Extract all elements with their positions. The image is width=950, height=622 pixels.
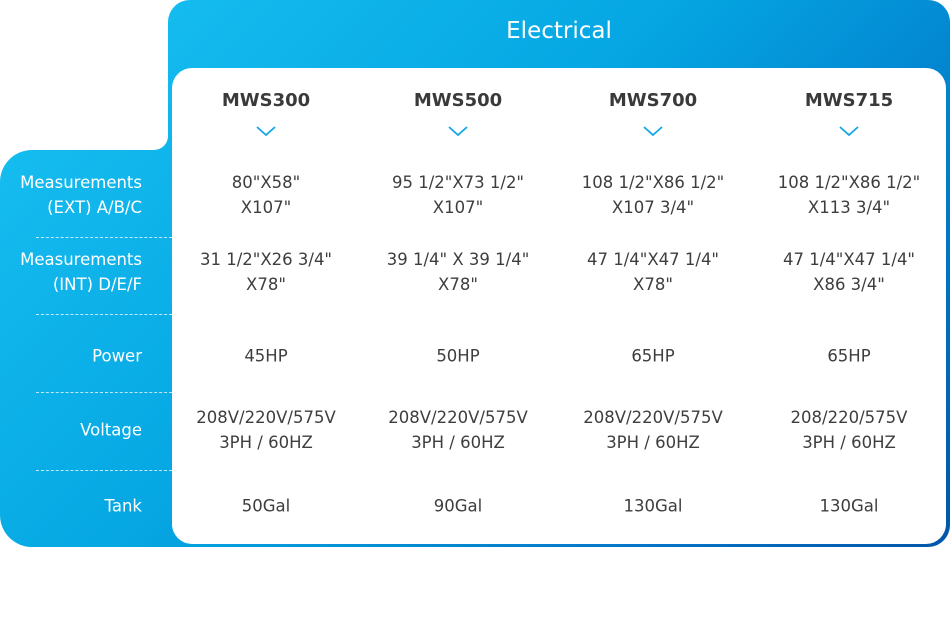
cell-line: 3PH / 60HZ (411, 433, 505, 452)
cell-line: X78" (246, 275, 286, 294)
row-label-line: (INT) D/E/F (52, 275, 142, 294)
cell-line: 47 1/4"X47 1/4" (586, 250, 720, 269)
cell-line: 108 1/2"X86 1/2" (777, 173, 921, 192)
cell-line: 45HP (244, 346, 288, 366)
cell-line: X86 3/4" (813, 275, 885, 294)
row-divider (36, 237, 172, 238)
cell-line: 65HP (827, 346, 871, 366)
table-cell: 108 1/2"X86 1/2" X113 3/4" (751, 170, 947, 220)
row-label: Power (92, 344, 142, 369)
table-cell: 65HP (555, 344, 751, 369)
model-header-mws700[interactable]: MWS700 (608, 90, 698, 111)
cell-line: 130Gal (819, 496, 879, 516)
table-cell: 108 1/2"X86 1/2" X107 3/4" (555, 170, 751, 220)
row-label: Measurements (EXT) A/B/C (20, 170, 142, 220)
cell-line: 95 1/2"X73 1/2" (391, 173, 525, 192)
cell-line: X78" (438, 275, 478, 294)
row-label: Measurements (INT) D/E/F (20, 247, 142, 297)
chevron-down-icon[interactable] (643, 126, 663, 136)
panel-corner (140, 122, 168, 150)
cell-line: 208/220/575V (790, 408, 908, 427)
cell-line: X113 3/4" (807, 198, 891, 217)
row-label-panel (0, 150, 200, 547)
cell-line: 39 1/4" X 39 1/4" (386, 250, 530, 269)
table-cell: 130Gal (751, 494, 947, 519)
cell-line: 80"X58" (231, 173, 301, 192)
row-label: Voltage (80, 418, 142, 443)
table-cell: 130Gal (555, 494, 751, 519)
cell-line: 3PH / 60HZ (606, 433, 700, 452)
chevron-down-icon[interactable] (448, 126, 468, 136)
cell-line: X107 3/4" (611, 198, 695, 217)
row-label-line: Measurements (20, 250, 142, 269)
cell-line: 31 1/2"X26 3/4" (199, 250, 333, 269)
table-cell: 208/220/575V 3PH / 60HZ (751, 405, 947, 455)
table-cell: 90Gal (360, 494, 556, 519)
table-cell: 95 1/2"X73 1/2" X107" (360, 170, 556, 220)
model-header-mws715[interactable]: MWS715 (804, 90, 894, 111)
cell-line: 208V/220V/575V (196, 408, 336, 427)
table-cell: 50HP (360, 344, 556, 369)
cell-line: X107" (240, 198, 292, 217)
cell-line: 208V/220V/575V (583, 408, 723, 427)
row-label-line: (EXT) A/B/C (47, 198, 142, 217)
row-label-line: Tank (104, 496, 142, 516)
cell-line: X107" (432, 198, 484, 217)
cell-line: 130Gal (623, 496, 683, 516)
row-label-line: Measurements (20, 173, 142, 192)
cell-line: 90Gal (433, 496, 483, 516)
cell-line: 3PH / 60HZ (219, 433, 313, 452)
cell-line: 108 1/2"X86 1/2" (581, 173, 725, 192)
chevron-down-icon[interactable] (256, 126, 276, 136)
table-cell: 208V/220V/575V 3PH / 60HZ (360, 405, 556, 455)
section-title: Electrical (506, 18, 612, 44)
row-divider (36, 470, 172, 471)
row-label-line: Power (92, 346, 142, 366)
table-cell: 208V/220V/575V 3PH / 60HZ (168, 405, 364, 455)
row-label-line: Voltage (80, 420, 142, 440)
cell-line: 208V/220V/575V (388, 408, 528, 427)
chevron-down-icon[interactable] (839, 126, 859, 136)
row-divider (36, 392, 172, 393)
table-cell: 39 1/4" X 39 1/4" X78" (360, 247, 556, 297)
table-cell: 65HP (751, 344, 947, 369)
cell-line: 65HP (631, 346, 675, 366)
table-cell: 47 1/4"X47 1/4" X86 3/4" (751, 247, 947, 297)
table-cell: 45HP (168, 344, 364, 369)
table-cell: 47 1/4"X47 1/4" X78" (555, 247, 751, 297)
cell-line: 50HP (436, 346, 480, 366)
table-cell: 80"X58" X107" (168, 170, 364, 220)
table-cell: 208V/220V/575V 3PH / 60HZ (555, 405, 751, 455)
table-cell: 50Gal (168, 494, 364, 519)
model-header-mws500[interactable]: MWS500 (413, 90, 503, 111)
cell-line: X78" (633, 275, 673, 294)
table-cell: 31 1/2"X26 3/4" X78" (168, 247, 364, 297)
model-header-mws300[interactable]: MWS300 (221, 90, 311, 111)
row-divider (36, 314, 172, 315)
cell-line: 50Gal (241, 496, 291, 516)
row-label: Tank (105, 494, 142, 519)
cell-line: 47 1/4"X47 1/4" (782, 250, 916, 269)
cell-line: 3PH / 60HZ (802, 433, 896, 452)
